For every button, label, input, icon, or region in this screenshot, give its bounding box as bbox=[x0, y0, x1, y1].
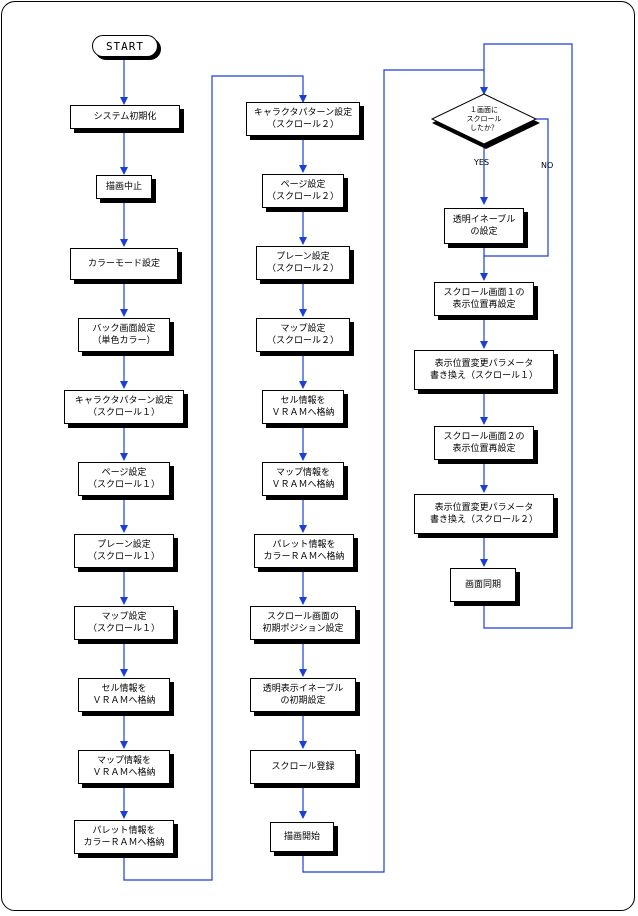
connector-col1-col2 bbox=[123, 75, 307, 881]
decision-text: １画面に スクロール したか？ bbox=[466, 106, 502, 132]
connector-col2-col3 bbox=[302, 69, 488, 873]
no-label: NO bbox=[541, 161, 554, 170]
connector-no bbox=[484, 118, 549, 257]
connector-loop-back bbox=[483, 43, 573, 629]
yes-label: YES bbox=[474, 158, 490, 167]
flow-step: カラーモード設定 bbox=[70, 248, 178, 280]
flow-step: プレーン設定 （スクロール２） bbox=[256, 246, 350, 280]
flow-step: パレット情報を カラーＲＡＭへ格納 bbox=[74, 820, 174, 854]
flow-step: キャラクタパターン設定 （スクロール２） bbox=[246, 102, 360, 136]
flow-step: キャラクタパターン設定 （スクロール１） bbox=[64, 390, 184, 424]
flow-step: スクロール画面１の 表示位置再設定 bbox=[434, 282, 534, 316]
flow-step: セル情報を ＶＲＡＭへ格納 bbox=[78, 678, 170, 712]
flow-step: スクロール登録 bbox=[250, 750, 356, 784]
decision-diamond bbox=[430, 93, 538, 145]
flow-step: 描画開始 bbox=[270, 822, 334, 852]
flow-step: マップ設定 （スクロール２） bbox=[256, 318, 350, 352]
flow-step: マップ設定 （スクロール１） bbox=[74, 606, 174, 640]
flow-step: セル情報を ＶＲＡＭへ格納 bbox=[262, 390, 344, 424]
flow-step: システム初期化 bbox=[70, 105, 180, 129]
flow-step: マップ情報を ＶＲＡＭへ格納 bbox=[262, 462, 344, 496]
flow-step: マップ情報を ＶＲＡＭへ格納 bbox=[78, 750, 170, 784]
flow-step: 表示位置変更パラメータ 書き換え（スクロール２） bbox=[414, 494, 554, 534]
flow-step: 透明表示イネーブル の初期設定 bbox=[250, 678, 356, 712]
flow-step: 描画中止 bbox=[96, 175, 152, 199]
flow-step: ページ設定 （スクロール１） bbox=[78, 462, 170, 496]
flow-step: プレーン設定 （スクロール１） bbox=[74, 534, 174, 568]
flow-step: スクロール画面の 初期ポジション設定 bbox=[250, 606, 356, 640]
flow-step: 透明イネーブル の設定 bbox=[444, 208, 524, 244]
flow-step: スクロール画面２の 表示位置再設定 bbox=[434, 426, 534, 460]
flow-step: 表示位置変更パラメータ 書き換え（スクロール１） bbox=[414, 350, 554, 390]
flow-step: パレット情報を カラーＲＡＭへ格納 bbox=[254, 534, 354, 568]
start-terminator: START bbox=[92, 35, 158, 57]
flow-step: バック画面設定 （単色カラー） bbox=[78, 318, 170, 352]
flow-step: ページ設定 （スクロール２） bbox=[262, 174, 344, 208]
flow-step: 画面同期 bbox=[450, 568, 516, 602]
